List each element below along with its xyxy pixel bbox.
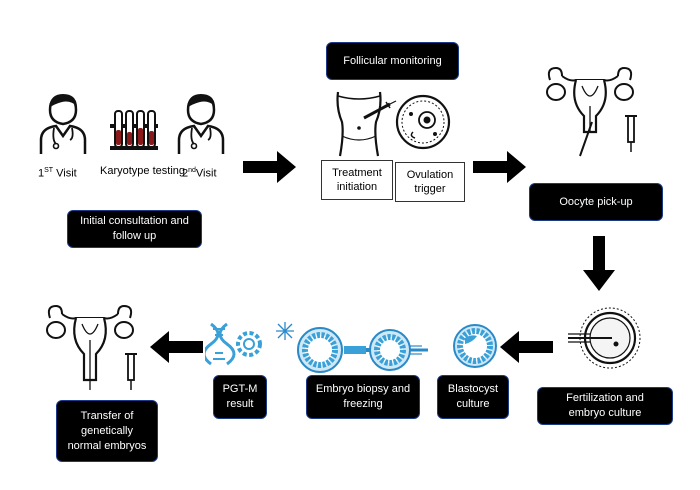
embryo-biopsy-icon [276,322,428,373]
doctor-icon [177,94,225,154]
embryo-biopsy-freezing-box: Embryo biopsy and freezing [306,375,420,419]
arrow-left-icon [150,331,203,363]
ovulation-follicle-icon [395,94,451,150]
abdominal-injection-icon [336,91,397,157]
snowflake-icon [276,322,294,340]
arrow-right-icon [243,151,296,183]
ovulation-trigger-box: Ovulation trigger [395,162,465,202]
arrow-right-icon [473,151,526,183]
pgtm-result-box: PGT-M result [213,375,267,419]
test-tubes-icon [110,110,158,150]
karyotype-testing-label: Karyotype testing [100,165,185,177]
fertilization-icsi-icon [568,307,641,369]
oocyte-pickup-box: Oocyte pick-up [529,183,663,221]
doctor-icon [39,94,87,154]
arrow-down-icon [583,236,615,291]
initial-consultation-box: Initial consultation and follow up [67,210,202,248]
arrow-left-icon [500,331,553,363]
follicular-monitoring-box: Follicular monitoring [326,42,459,80]
uterus-syringe-icon [546,66,637,157]
fertilization-embryo-culture-box: Fertilization and embryo culture [537,387,673,425]
uterus-syringe-icon [46,304,137,390]
second-visit-label: 2ndVisit [182,167,217,180]
dna-gear-icon [205,322,262,366]
blastocyst-culture-box: Blastocyst culture [437,375,509,419]
blastocyst-icon [453,324,497,368]
transfer-embryos-box: Transfer of genetically normal embryos [56,400,158,462]
first-visit-label: 1ST Visit [38,167,77,180]
treatment-initiation-box: Treatment initiation [321,160,393,200]
